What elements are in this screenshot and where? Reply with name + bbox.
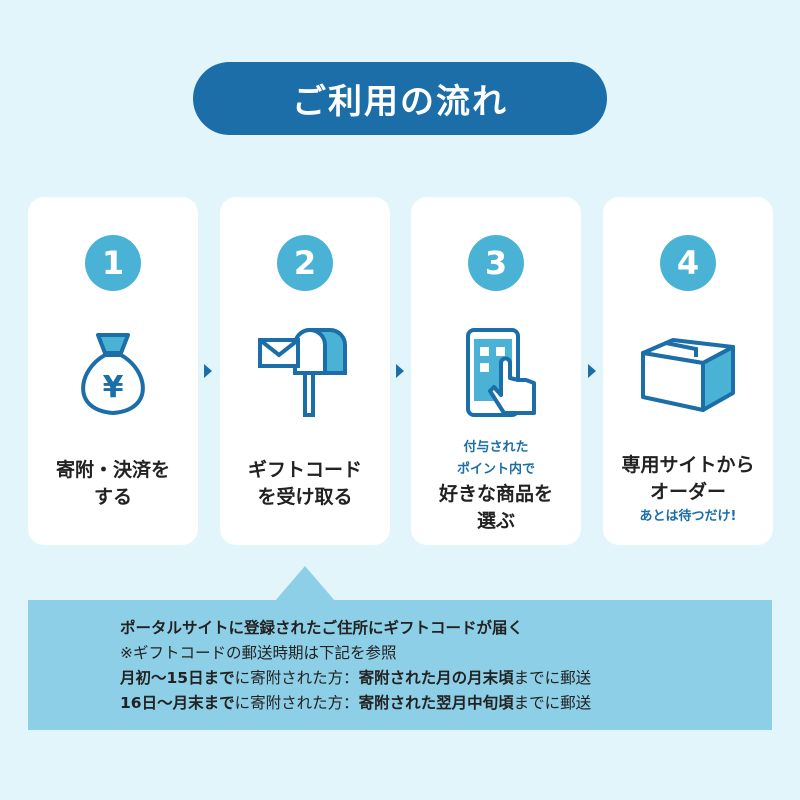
money-bag-icon: ¥: [81, 333, 145, 416]
info-box: ポータルサイトに登録されたご住所にギフトコードが届く ※ギフトコードの郵送時期は…: [28, 600, 772, 730]
info-line-3: 月初〜15日までに寄附された方：寄附された月の月末頃までに郵送: [120, 669, 592, 687]
info-line-2: ※ギフトコードの郵送時期は下記を参照: [120, 644, 397, 662]
step-text: 専用サイトからオーダー あとは待つだけ!: [621, 454, 755, 524]
step-number: 2: [277, 235, 333, 291]
mailbox-icon: [258, 328, 347, 417]
step-card-3: 3 付与されたポイント内で 好きな商品を選ぶ: [411, 197, 581, 545]
package-box-icon: [641, 338, 735, 412]
arrow-icon: [204, 364, 212, 378]
info-line-1: ポータルサイトに登録されたご住所にギフトコードが届く: [120, 619, 524, 637]
step-text: 寄附・決済をする: [55, 459, 170, 508]
step-number: 3: [468, 235, 524, 291]
arrow-icon: [588, 364, 596, 378]
info-line-4: 16日〜月末までに寄附された方：寄附された翌月中旬頃までに郵送: [120, 694, 592, 712]
step-number: 4: [660, 235, 716, 291]
step-text: 付与されたポイント内で 好きな商品を選ぶ: [438, 440, 553, 532]
callout-pointer: [275, 566, 335, 601]
step-card-2: 2 ギフトコードを受け取る: [220, 197, 390, 545]
step-number: 1: [85, 235, 141, 291]
page-title: ご利用の流れ: [193, 62, 607, 135]
step-card-4: 4 専用サイトからオーダー あとは待つだけ!: [603, 197, 773, 545]
step-card-1: 1 ¥ 寄附・決済をする: [28, 197, 198, 545]
yen-symbol: ¥: [103, 370, 124, 405]
smartphone-tap-icon: [466, 328, 536, 417]
step-text: ギフトコードを受け取る: [247, 459, 362, 508]
arrow-icon: [396, 364, 404, 378]
